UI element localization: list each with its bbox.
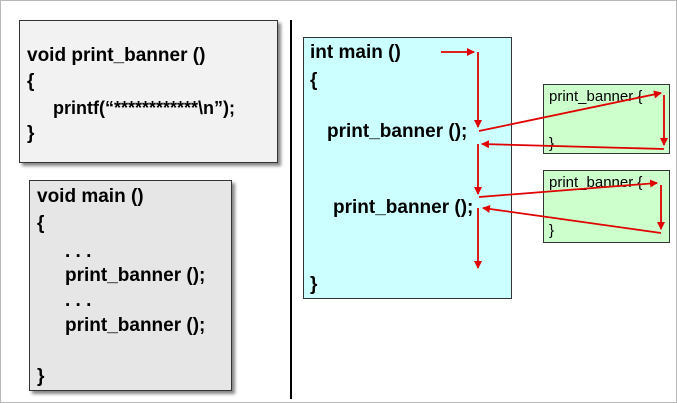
box2-line-5: . . .: [65, 290, 92, 311]
box2-line-4: print_banner ();: [65, 265, 206, 286]
print-banner-definition-box: void print_banner () { printf(“*********…: [19, 20, 278, 163]
func2-close: }: [549, 222, 555, 239]
box2-line-7: }: [37, 366, 45, 387]
main-line-1: int main (): [310, 42, 401, 63]
box2-line-3: . . .: [65, 241, 92, 262]
box1-line-3: printf(“************\n”);: [53, 98, 236, 118]
main-call-1: print_banner ();: [327, 121, 468, 142]
return1-arrow: [481, 140, 665, 150]
call2-arrow: [478, 179, 658, 198]
main-call-2: print_banner ();: [333, 197, 474, 218]
vertical-divider: [290, 20, 292, 399]
box1-line-4: }: [27, 123, 35, 144]
box2-line-2: {: [37, 213, 45, 234]
box2-line-1: void main (): [37, 186, 144, 207]
main-line-2: {: [310, 70, 318, 91]
func1-close: }: [549, 135, 555, 152]
main-close: }: [310, 274, 318, 295]
main-function-box: void main () { . . . print_banner (); . …: [29, 180, 232, 391]
return2-arrow: [482, 205, 662, 234]
call1-arrow: [478, 90, 662, 132]
box1-line-2: {: [27, 71, 35, 92]
box2-line-6: print_banner ();: [65, 315, 206, 336]
box1-line-1: void print_banner (): [27, 45, 206, 66]
